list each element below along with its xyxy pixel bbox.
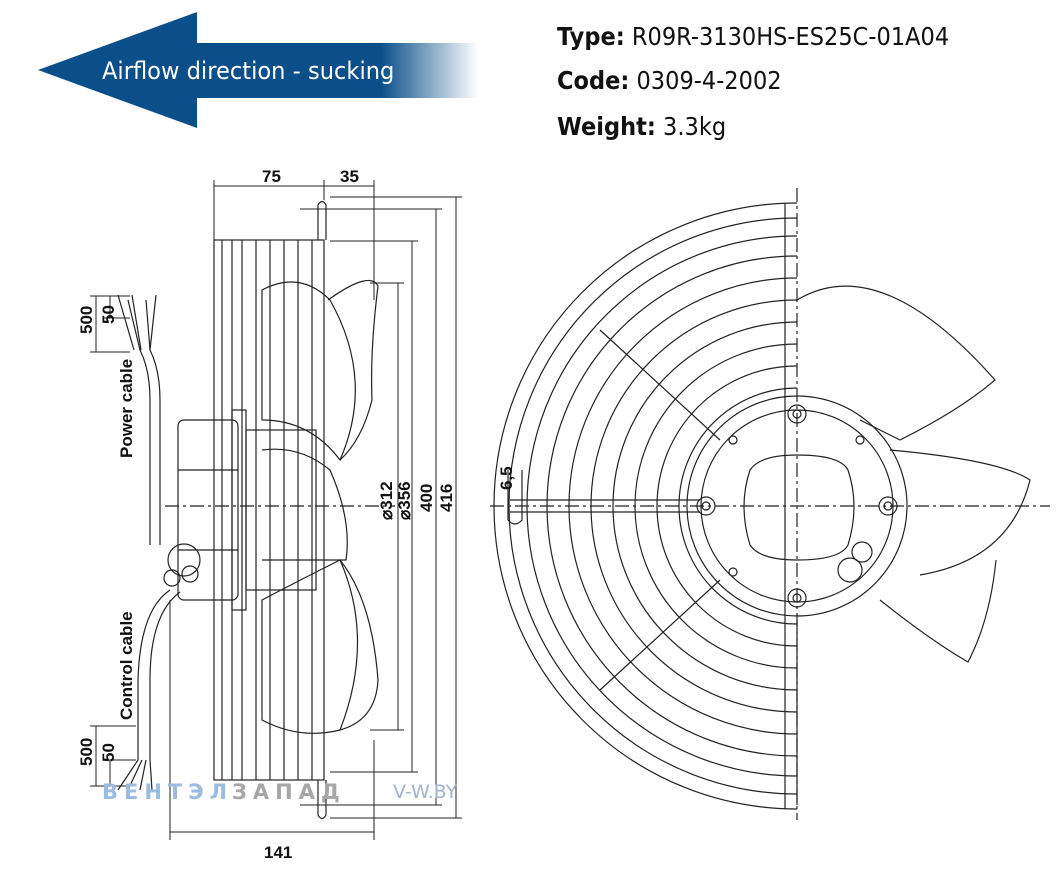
airflow-label: Airflow direction - sucking xyxy=(102,57,395,85)
type-label: Type: xyxy=(557,22,625,51)
control-cable-label: Control cable xyxy=(117,611,136,720)
type-value: R09R-3130HS-ES25C-01A04 xyxy=(631,22,950,51)
code-label: Code: xyxy=(557,66,630,95)
dim-312: ⌀312 xyxy=(377,481,396,520)
dim-cable-bottom-50: 50 xyxy=(99,743,118,762)
weight-spec: Weight: 3.3kg xyxy=(557,112,726,141)
weight-label: Weight: xyxy=(557,112,656,141)
power-cable-label: Power cable xyxy=(117,359,136,458)
watermark-middle: ЗАПАД xyxy=(232,780,346,804)
dim-35: 35 xyxy=(340,167,359,186)
dim-356: ⌀356 xyxy=(395,481,414,520)
airflow-arrow xyxy=(38,12,478,128)
weight-value: 3.3kg xyxy=(663,112,727,141)
side-view xyxy=(117,200,395,820)
type-spec: Type: R09R-3130HS-ES25C-01A04 xyxy=(557,22,949,51)
dim-75: 75 xyxy=(262,167,281,186)
dim-400: 400 xyxy=(417,484,436,512)
dim-cable-top-50: 50 xyxy=(99,305,118,324)
dim-cable-top-500: 500 xyxy=(77,306,96,334)
code-value: 0309-4-2002 xyxy=(636,66,782,95)
dim-6-5: 6,5 xyxy=(497,466,516,490)
front-view xyxy=(490,188,1050,820)
side-dimensions xyxy=(90,180,462,840)
dim-416: 416 xyxy=(437,484,456,512)
watermark-right: V-W.BY xyxy=(393,781,458,803)
watermark-left: ВЕНТЭЛ xyxy=(102,780,234,804)
dim-141: 141 xyxy=(264,843,292,862)
code-spec: Code: 0309-4-2002 xyxy=(557,66,782,95)
dim-cable-bottom-500: 500 xyxy=(77,738,96,766)
